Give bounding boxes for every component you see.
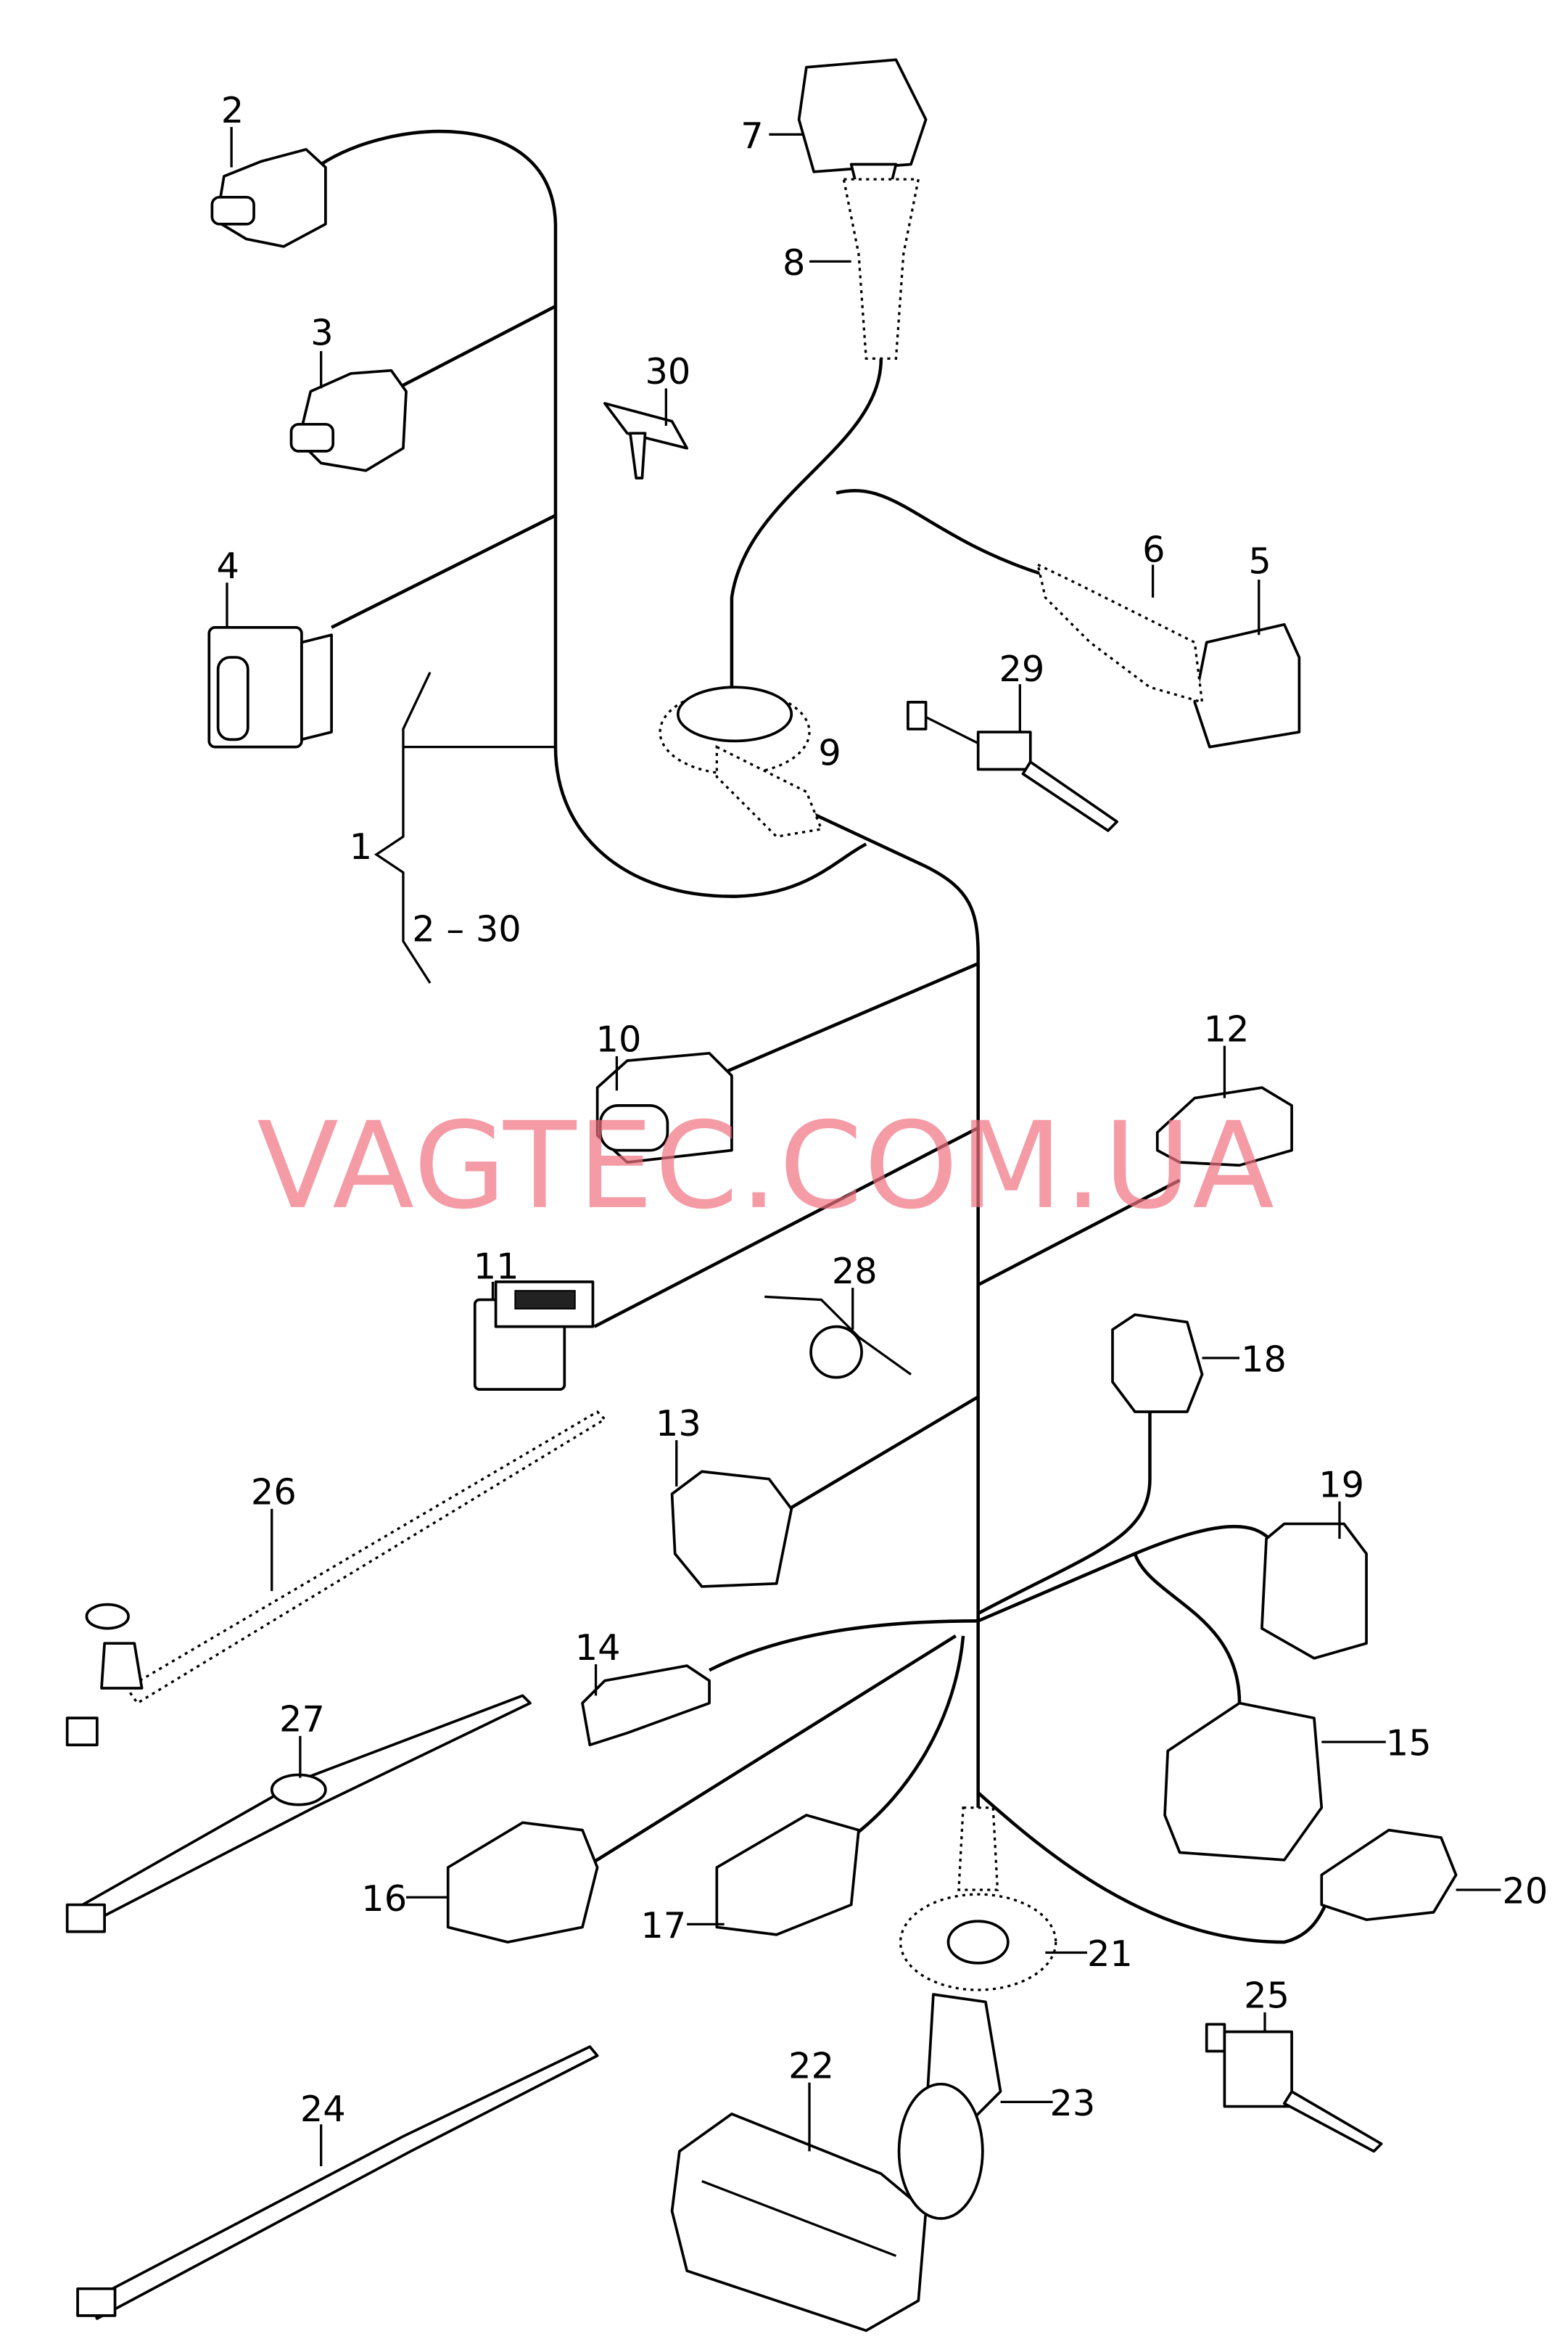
label-8: 8 <box>783 242 805 284</box>
label-11: 11 <box>474 1246 519 1288</box>
label-22: 22 <box>788 2044 834 2086</box>
grommet-9 <box>659 686 823 838</box>
label-5: 5 <box>1248 540 1271 583</box>
label-10: 10 <box>596 1019 642 1061</box>
label-3: 3 <box>310 312 333 354</box>
connector-22 <box>670 2113 928 2332</box>
connector-5 <box>1193 622 1301 749</box>
label-7: 7 <box>740 115 763 157</box>
connector-11 <box>473 1280 595 1391</box>
connector-3 <box>289 369 408 472</box>
leader-lines <box>226 127 1501 2166</box>
grommet-21 <box>899 1806 1057 1991</box>
part-labels: 2 3 4 5 6 7 8 9 10 11 12 13 14 15 16 17 … <box>217 89 1548 2130</box>
label-4: 4 <box>217 545 239 587</box>
label-13: 13 <box>656 1402 701 1444</box>
label-14: 14 <box>575 1627 621 1669</box>
grommet-6 <box>1036 562 1204 704</box>
label-6: 6 <box>1142 528 1165 570</box>
cable-tie-24 <box>76 2045 599 2320</box>
connector-14 <box>581 1664 711 1747</box>
connector-16 <box>446 1821 599 1944</box>
label-2: 2 <box>221 89 244 131</box>
cable-tie-29 <box>907 701 1119 832</box>
label-12: 12 <box>1204 1008 1250 1050</box>
label-25: 25 <box>1244 1975 1290 2017</box>
label-27: 27 <box>279 1698 325 1740</box>
connector-20 <box>1320 1828 1458 1922</box>
connector-12 <box>1155 1086 1293 1167</box>
group-label-main: 1 <box>350 826 372 868</box>
connector-18 <box>1111 1313 1204 1413</box>
label-26: 26 <box>251 1471 297 1513</box>
harness-wires <box>320 129 1331 1944</box>
cable-tie-26 <box>65 1410 607 1747</box>
label-16: 16 <box>361 1878 407 1920</box>
cable-tie-27 <box>65 1694 532 1933</box>
label-24: 24 <box>300 2088 346 2130</box>
connector-19 <box>1260 1522 1368 1660</box>
group-bracket: 1 2 – 30 <box>350 671 556 984</box>
connector-15 <box>1163 1701 1324 1862</box>
watermark: VAGTEC.COM.UA <box>257 1096 1276 1235</box>
grommet-8 <box>842 178 920 360</box>
screw-30 <box>603 402 689 480</box>
clip-28 <box>764 1295 912 1379</box>
group-label-range: 2 – 30 <box>412 908 521 950</box>
connector-13 <box>670 1470 793 1588</box>
connector-17 <box>715 1814 860 1936</box>
label-19: 19 <box>1319 1463 1364 1505</box>
grommet-23 <box>897 1993 1002 2220</box>
label-18: 18 <box>1241 1338 1287 1380</box>
label-23: 23 <box>1050 2082 1096 2124</box>
label-29: 29 <box>999 648 1045 690</box>
connector-10 <box>595 1051 733 1164</box>
label-20: 20 <box>1502 1870 1548 1912</box>
label-9: 9 <box>818 731 841 773</box>
label-28: 28 <box>832 1250 878 1292</box>
connector-4 <box>207 626 333 749</box>
label-30: 30 <box>645 350 691 392</box>
connector-2 <box>210 148 327 248</box>
label-17: 17 <box>640 1904 686 1946</box>
label-15: 15 <box>1386 1722 1432 1764</box>
cable-tie-25 <box>1205 2023 1383 2153</box>
label-21: 21 <box>1087 1933 1133 1975</box>
